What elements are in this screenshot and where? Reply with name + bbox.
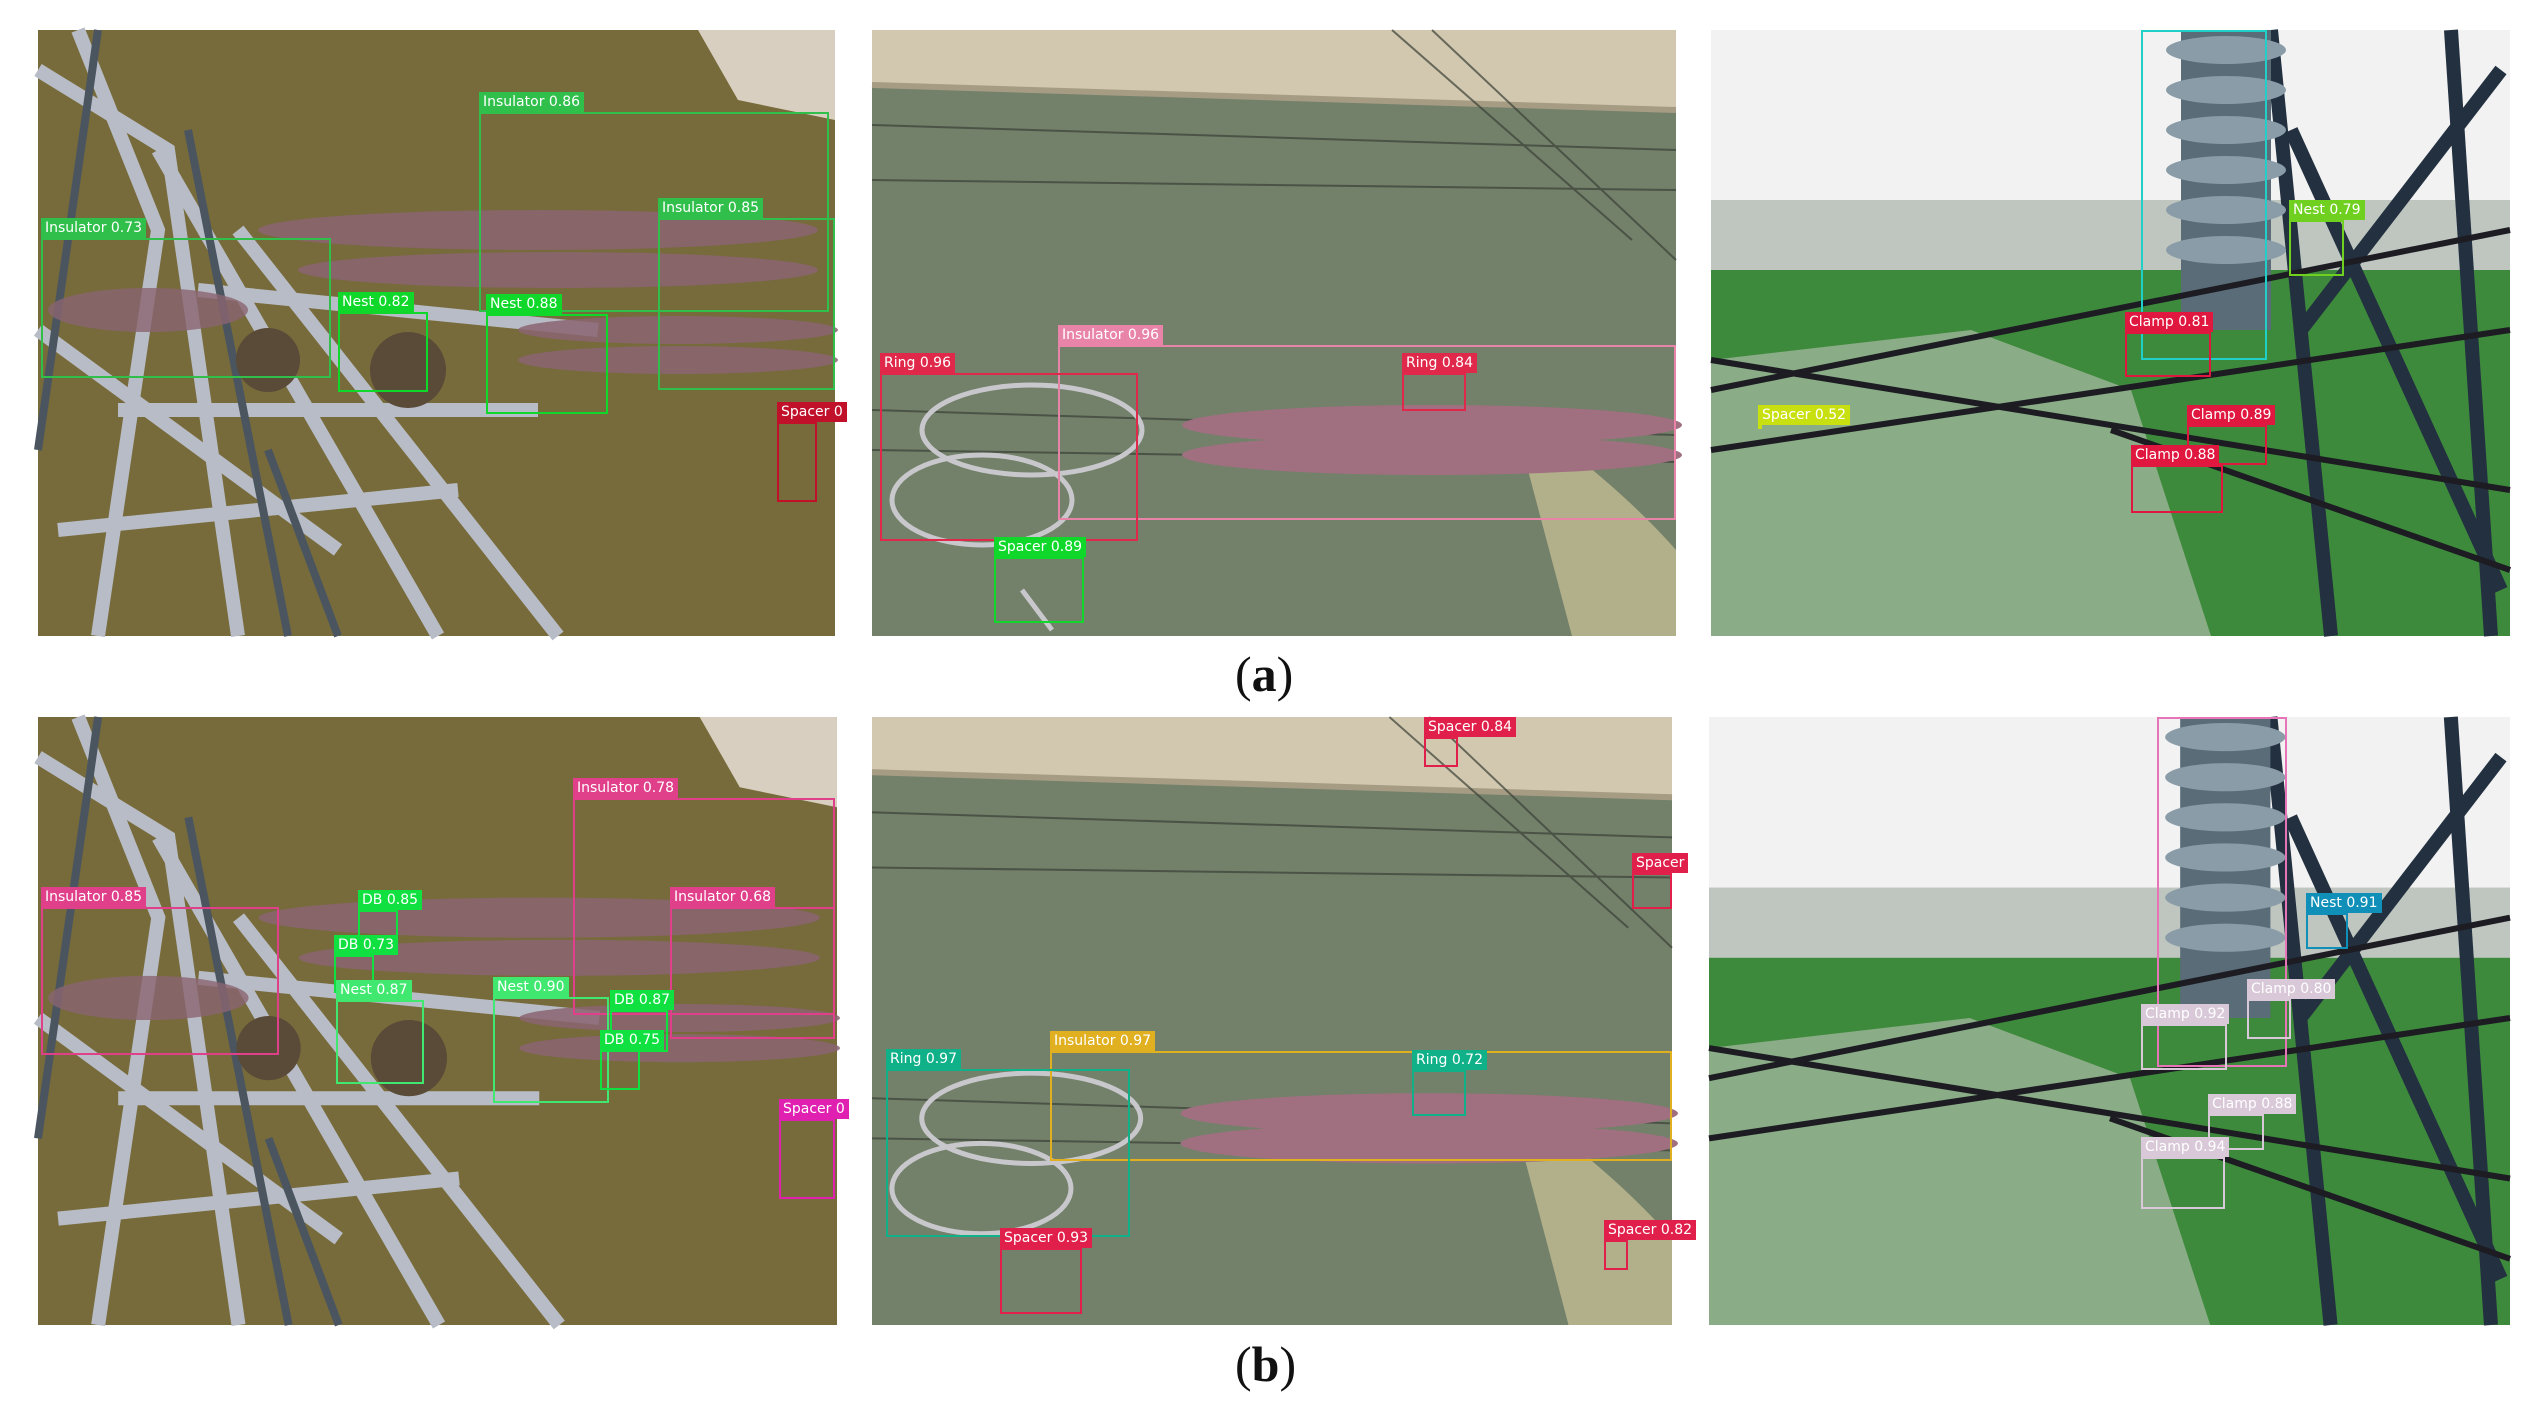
image-a2: Insulator 0.96 Ring 0.96 Ring 0.84 Space… — [871, 29, 1682, 636]
det-label: Insulator 0.97 — [1050, 1031, 1156, 1051]
det-box: Nest 0.90 — [493, 977, 609, 1103]
det-box: Insulator 0.85 — [41, 887, 279, 1055]
det-box: Spacer 0.89 — [994, 537, 1087, 623]
tower-scene-a1 — [33, 27, 838, 641]
image-b2: Spacer 0.84 Spacer Insulator 0.97 Ring 0… — [871, 716, 1697, 1325]
det-box — [2141, 30, 2267, 360]
det-label: Insulator 0.85 — [658, 198, 764, 218]
det-label: Clamp 0.92 — [2141, 1004, 2230, 1024]
image-a3: Nest 0.79 Clamp 0.81 Spacer 0.52 Clamp 0… — [1710, 29, 2511, 637]
det-box: Nest 0.79 — [2289, 200, 2365, 276]
det-box: Nest 0.87 — [336, 980, 424, 1084]
det-label: Spacer 0 — [777, 402, 847, 422]
det-box: Insulator 0.68 — [670, 887, 835, 1039]
det-label: Insulator 0.96 — [1058, 325, 1164, 345]
image-b3: Nest 0.91 Clamp 0.80 Clamp 0.92 Clamp 0.… — [1708, 716, 2511, 1326]
det-label: Nest 0.87 — [336, 980, 412, 1000]
det-label: DB 0.87 — [610, 990, 675, 1010]
field-scene-a3 — [1710, 29, 2511, 637]
det-label: Nest 0.90 — [493, 977, 569, 997]
field-scene-b3 — [1708, 716, 2511, 1326]
river-scene-b2 — [871, 716, 1678, 1325]
det-label: Clamp 0.88 — [2208, 1094, 2297, 1114]
det-box: Clamp 0.89 — [2187, 405, 2276, 465]
det-label: Spacer 0.89 — [994, 537, 1087, 557]
det-label: Spacer — [1632, 853, 1689, 873]
det-label: DB 0.85 — [358, 890, 423, 910]
det-box: Clamp 0.88 — [2208, 1094, 2297, 1150]
det-label: Insulator 0.85 — [41, 887, 147, 907]
det-label: Clamp 0.81 — [2125, 312, 2214, 332]
det-box: Ring 0.72 — [1412, 1050, 1487, 1116]
det-box: Spacer 0.84 — [1424, 717, 1517, 767]
det-box: Spacer 0.82 — [1604, 1220, 1697, 1270]
det-box: Spacer 0 — [777, 402, 847, 502]
det-box: Nest 0.91 — [2306, 893, 2382, 949]
det-box: Spacer 0 — [779, 1099, 849, 1199]
det-box: Clamp 0.88 — [2131, 445, 2223, 513]
det-label: Ring 0.72 — [1412, 1050, 1487, 1070]
det-label: Ring 0.96 — [880, 353, 955, 373]
det-label: Spacer 0.93 — [1000, 1228, 1093, 1248]
det-box: Spacer — [1632, 853, 1689, 909]
det-label: Insulator 0.73 — [41, 218, 147, 238]
caption-a: (a) — [1235, 646, 1294, 702]
det-box — [2157, 717, 2287, 1067]
det-label: Nest 0.91 — [2306, 893, 2382, 913]
det-box: Insulator 0.86 — [479, 92, 829, 312]
det-label: Clamp 0.89 — [2187, 405, 2276, 425]
det-box: Insulator 0.78 — [573, 778, 835, 1015]
det-box: DB 0.75 — [600, 1030, 665, 1090]
det-label: Clamp 0.88 — [2131, 445, 2220, 465]
det-box: Ring 0.96 — [880, 353, 1138, 541]
det-box: Nest 0.82 — [338, 292, 428, 392]
det-label: Clamp 0.94 — [2141, 1137, 2230, 1157]
det-box: Clamp 0.92 — [2141, 1004, 2230, 1070]
det-box: Clamp 0.80 — [2247, 979, 2336, 1039]
det-label: DB 0.73 — [334, 935, 399, 955]
det-box: Clamp 0.81 — [2125, 312, 2214, 377]
det-box: Clamp 0.94 — [2141, 1137, 2230, 1209]
det-box: Insulator 0.85 — [658, 198, 835, 390]
det-box: Insulator 0.97 — [1050, 1031, 1672, 1161]
det-label: Spacer 0.52 — [1758, 405, 1851, 425]
det-box: Ring 0.97 — [886, 1049, 1130, 1237]
det-box: Spacer 0.52 — [1758, 405, 1851, 429]
det-box: Nest 0.88 — [486, 294, 608, 414]
det-label: Spacer 0.84 — [1424, 717, 1517, 737]
image-a1: Insulator 0.86 Insulator 0.73 Insulator … — [33, 27, 847, 641]
det-box: Spacer 0.93 — [1000, 1228, 1093, 1314]
det-label: Insulator 0.86 — [479, 92, 585, 112]
det-label: Ring 0.97 — [886, 1049, 961, 1069]
det-label: Clamp 0.80 — [2247, 979, 2336, 999]
det-label: Nest 0.82 — [338, 292, 414, 312]
det-label: Ring 0.84 — [1402, 353, 1477, 373]
det-label: Nest 0.88 — [486, 294, 562, 314]
det-box: DB 0.85 — [358, 890, 423, 942]
det-label: Nest 0.79 — [2289, 200, 2365, 220]
caption-b: (b) — [1235, 1336, 1297, 1392]
det-label: Insulator 0.78 — [573, 778, 679, 798]
image-b1: Insulator 0.78 Insulator 0.85 Insulator … — [33, 714, 849, 1330]
river-scene-a2 — [871, 29, 1682, 636]
det-label: Spacer 0.82 — [1604, 1220, 1697, 1240]
det-label: DB 0.75 — [600, 1030, 665, 1050]
det-box: Insulator 0.96 — [1058, 325, 1676, 520]
det-label: Spacer 0 — [779, 1099, 849, 1119]
det-box: Ring 0.84 — [1402, 353, 1477, 411]
det-label: Insulator 0.68 — [670, 887, 776, 907]
det-box: Insulator 0.73 — [41, 218, 331, 378]
